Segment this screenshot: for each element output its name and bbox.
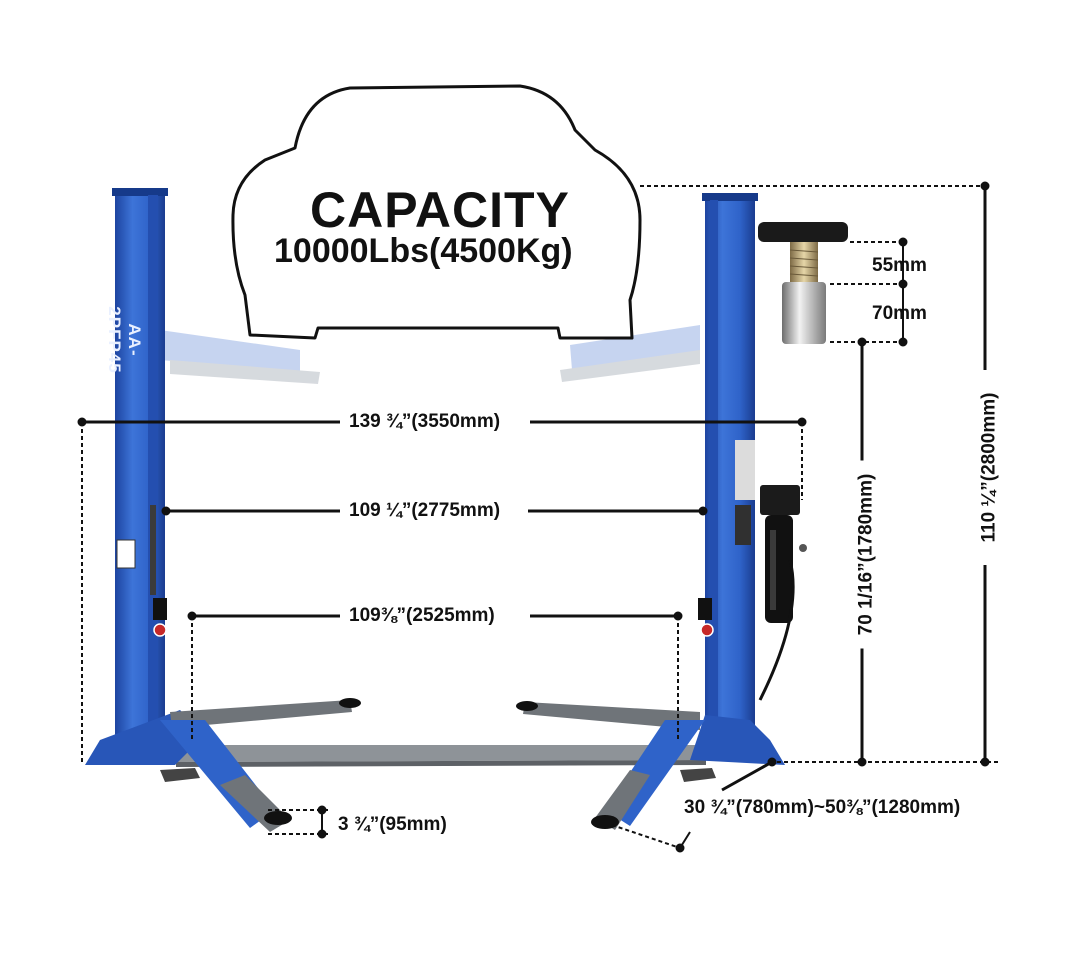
height-adapter: [758, 222, 848, 344]
right-post: [690, 193, 785, 765]
hydraulic-power-unit: [758, 485, 807, 701]
dimension-drive-through: 109⅜”(2525mm): [345, 606, 499, 625]
raised-arms-ghost: [160, 325, 700, 384]
dimension-overall-height: 110 ¼”(2800mm): [979, 373, 1000, 562]
dimension-pad-height: 3 ¾”(95mm): [338, 814, 447, 835]
dimension-arm-reach: 30 ¾”(780mm)~50⅜”(1280mm): [684, 797, 961, 818]
car-silhouette: [231, 84, 642, 340]
dimension-lift-height: 70 1/16”(1780mm): [856, 460, 877, 649]
capacity-value: 10000Lbs(4500Kg): [274, 232, 573, 270]
dimension-adapter-low: 55mm: [872, 255, 927, 276]
right-arms: [516, 701, 716, 830]
dimension-lines: [77, 181, 998, 853]
dimension-inner-width: 109 ¼”(2775mm): [345, 501, 505, 520]
model-label: AA-2PFP45: [105, 306, 144, 374]
left-arms: [160, 698, 361, 832]
capacity-title: CAPACITY: [310, 182, 570, 238]
dimension-adapter-high: 70mm: [872, 303, 927, 324]
dimension-outer-width: 139 ¾”(3550mm): [345, 412, 505, 431]
floor-cover-plate: [170, 745, 706, 767]
left-post: [85, 188, 200, 765]
